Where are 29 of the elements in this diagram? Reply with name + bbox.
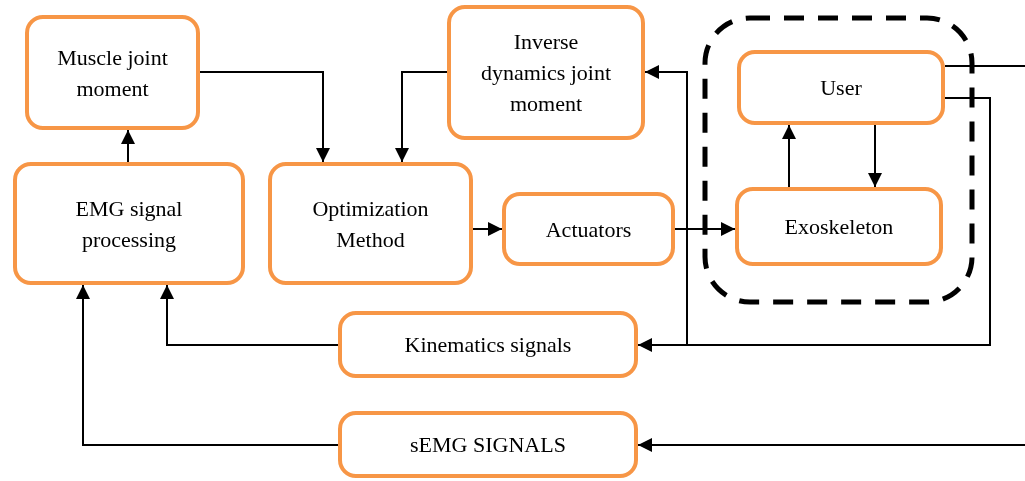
arrow (121, 129, 135, 163)
box-label: Exoskeleton (784, 213, 894, 241)
box-label: Actuators (545, 215, 632, 244)
box-label: User (820, 74, 862, 102)
arrow (674, 222, 736, 236)
box-label: Optimization Method (311, 194, 430, 254)
process-box (737, 50, 945, 125)
process-box (25, 15, 200, 130)
box-label: Inverse dynamics joint moment (479, 28, 613, 118)
arrow (395, 71, 448, 163)
process-box (735, 187, 943, 266)
process-box (447, 5, 645, 140)
dashed-group-boundary (702, 15, 975, 305)
arrow (199, 71, 330, 163)
arrow (472, 222, 503, 236)
arrow (76, 284, 339, 446)
process-box (268, 162, 473, 285)
arrow (868, 124, 882, 188)
box-label: EMG signal processing (74, 194, 184, 254)
process-box (338, 411, 638, 478)
box-label: Kinematics signals (404, 331, 572, 359)
process-box (13, 162, 245, 285)
arrow (637, 438, 1025, 452)
box-label: sEMG SIGNALS (410, 431, 566, 459)
arrow (782, 124, 796, 188)
arrow (160, 284, 339, 346)
box-label: Muscle joint moment (56, 43, 169, 103)
process-box (502, 192, 675, 266)
process-box (338, 311, 638, 378)
